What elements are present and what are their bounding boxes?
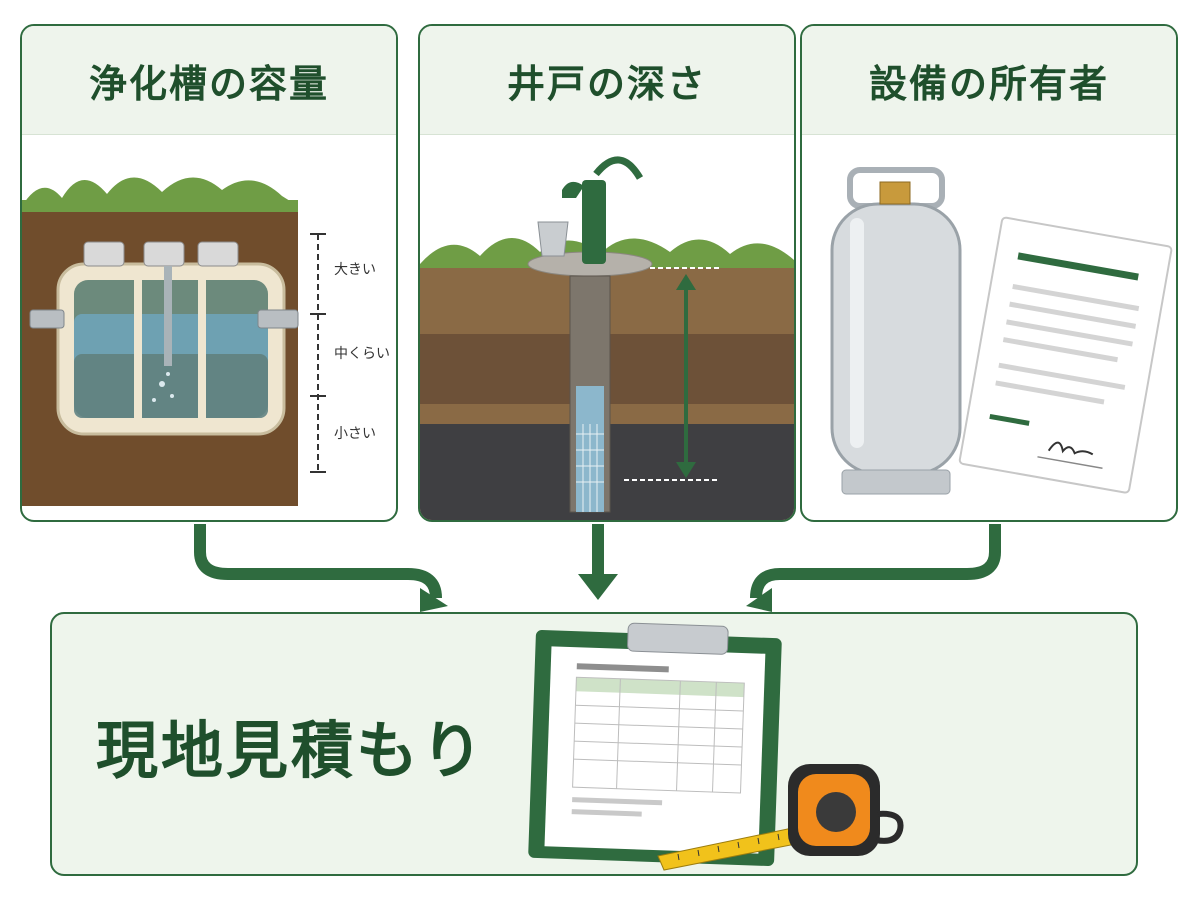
scale-label-medium: 中くらい: [334, 346, 390, 362]
well-depth-title: 井戸の深さ: [506, 61, 707, 106]
contract-document-icon: [958, 216, 1173, 494]
tape-measure-icon: [657, 764, 904, 871]
owner-illustration: [802, 134, 1176, 520]
scale-label-small: 小さい: [334, 426, 376, 442]
equipment-owner-header: 設備の所有者: [802, 26, 1176, 135]
equipment-owner-title: 設備の所有者: [868, 61, 1109, 106]
well-illustration: [420, 134, 794, 520]
septic-illustration: 大きい 中くらい 小さい: [22, 134, 396, 520]
well-depth-header: 井戸の深さ: [420, 26, 794, 135]
equipment-owner-card: 設備の所有者: [800, 24, 1178, 522]
clipboard-icon: [528, 622, 904, 871]
septic-capacity-card: 浄化槽の容量: [20, 24, 398, 522]
onsite-estimate-panel: 現地見積もり: [50, 612, 1138, 876]
septic-capacity-title: 浄化槽の容量: [88, 61, 329, 106]
well-depth-card: 井戸の深さ: [418, 24, 796, 522]
septic-capacity-header: 浄化槽の容量: [22, 26, 396, 135]
scale-label-large: 大きい: [334, 262, 376, 278]
hand-pump-well-icon: [420, 156, 794, 520]
gas-cylinder-icon: [830, 167, 1173, 495]
onsite-estimate-title: 現地見積もり: [96, 714, 487, 787]
septic-tank-icon: 大きい 中くらい 小さい: [22, 177, 390, 506]
